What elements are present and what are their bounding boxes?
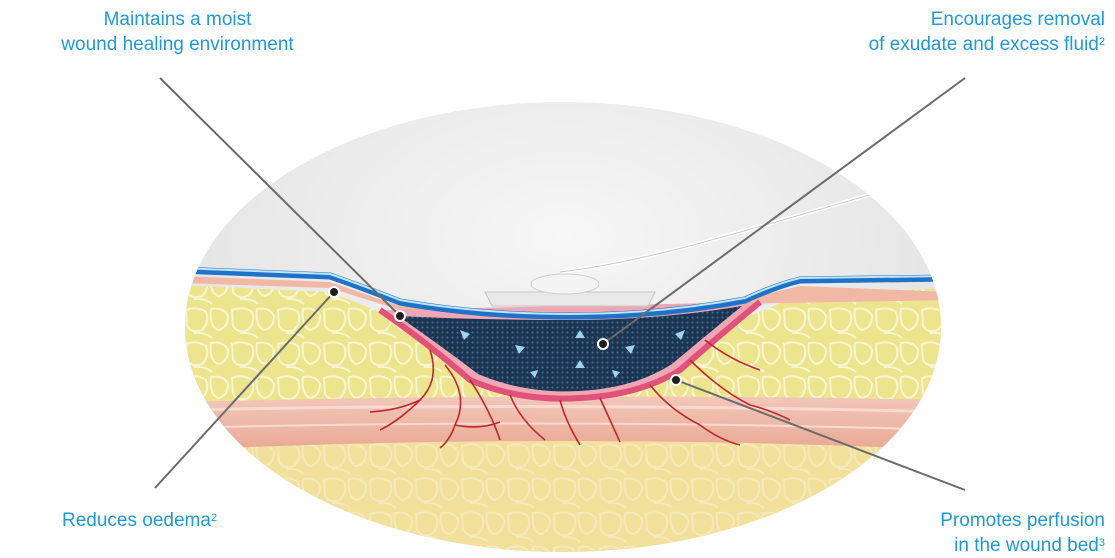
- callout-moist-line2: wound healing environment: [0, 32, 355, 57]
- callout-exudate-line2: of exudate and excess fluid: [869, 34, 1099, 55]
- callout-exudate-removal: Encourages removal of exudate and excess…: [705, 7, 1105, 57]
- callout-perfusion-line2: in the wound bed: [954, 535, 1099, 556]
- dot-moist: [395, 311, 405, 321]
- callout-exudate-ref: 2: [1099, 36, 1105, 48]
- callout-perfusion-ref: 3: [1099, 537, 1105, 549]
- callout-oedema-text: Reduces oedema: [62, 510, 211, 531]
- callout-exudate-line1: Encourages removal: [705, 7, 1105, 32]
- callout-perfusion-line1: Promotes perfusion: [805, 508, 1105, 533]
- dot-perfusion: [671, 375, 681, 385]
- dot-oedema: [329, 287, 339, 297]
- callout-moist-environment: Maintains a moist wound healing environm…: [0, 7, 355, 57]
- callout-oedema-ref: 2: [211, 512, 217, 524]
- callout-perfusion: Promotes perfusion in the wound bed3: [805, 508, 1105, 558]
- callout-moist-line1: Maintains a moist: [0, 7, 355, 32]
- dot-exudate: [598, 339, 608, 349]
- callout-oedema: Reduces oedema2: [62, 508, 217, 533]
